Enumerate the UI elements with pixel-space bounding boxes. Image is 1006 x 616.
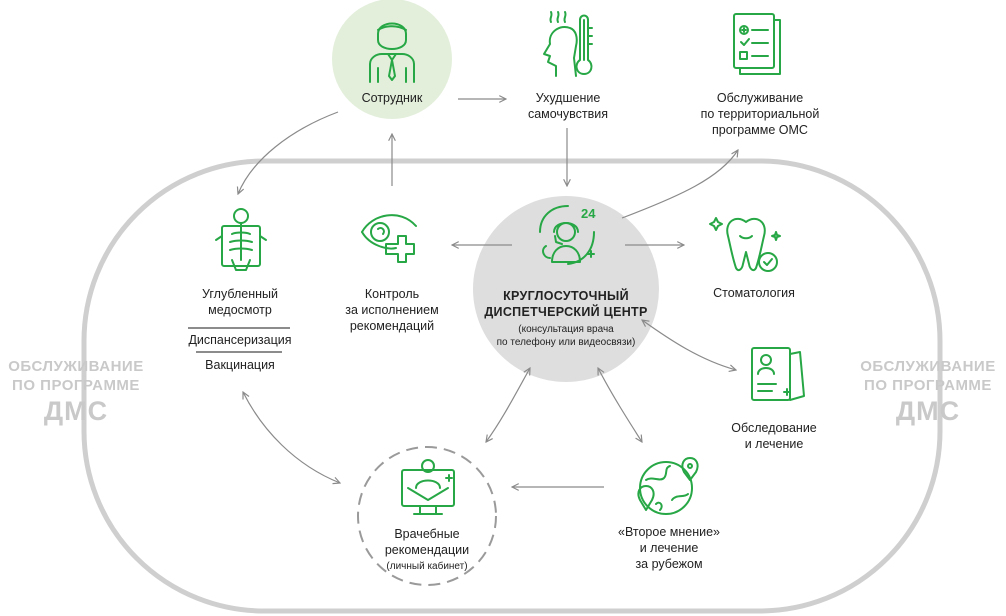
recommendations-label: Врачебные рекомендации (личный кабинет) xyxy=(367,526,487,573)
person-with-tie-icon xyxy=(369,22,415,83)
oms-line2: по территориальной xyxy=(700,107,820,121)
recommendations-line3: (личный кабинет) xyxy=(386,561,468,572)
checkup-line2: медосмотр xyxy=(208,303,272,317)
checkup-item-vaccination: Вакцинация xyxy=(205,358,275,372)
center-24-badge: 24 xyxy=(581,206,596,221)
checkup-label: Углубленный медосмотр xyxy=(180,286,300,318)
control-line2: за исполнением xyxy=(345,303,439,317)
symptoms-line1: Ухудшение xyxy=(535,91,601,105)
control-label: Контроль за исполнением рекомендаций xyxy=(322,286,462,334)
second-opinion-line3: за рубежом xyxy=(635,557,703,571)
control-line1: Контроль xyxy=(364,287,420,301)
head-thermometer-icon xyxy=(543,11,593,77)
operator-24-icon xyxy=(539,205,595,265)
dms-label-right: ОБСЛУЖИВАНИЕ ПО ПРОГРАММЕ ДМС xyxy=(852,357,1004,427)
symptoms-line2: самочувствия xyxy=(527,107,609,121)
arrow-center-exam xyxy=(642,320,736,370)
arrow-center-to-oms xyxy=(621,150,738,219)
recommendations-line1: Врачебные xyxy=(394,527,460,541)
dispatch-center-circle xyxy=(473,196,659,382)
dms-left-line2: ПО ПРОГРАММЕ xyxy=(12,377,140,394)
globe-pins-icon xyxy=(637,457,699,515)
dms-right-line1: ОБСЛУЖИВАНИЕ xyxy=(860,358,996,375)
dms-right-line3: ДМС xyxy=(895,396,961,426)
xray-skeleton-icon xyxy=(215,208,267,271)
recommendations-dashed-circle xyxy=(357,446,497,586)
exam-line2: и лечение xyxy=(744,437,804,451)
eye-medical-cross-icon xyxy=(361,214,417,263)
second-opinion-label: «Второе мнение» и лечение за рубежом xyxy=(604,524,734,572)
symptoms-label: Ухудшение самочувствия xyxy=(508,90,628,122)
arrow-employee-to-checkup xyxy=(238,111,339,194)
checkup-line1: Углубленный xyxy=(202,287,278,301)
exam-label: Обследование и лечение xyxy=(714,420,834,452)
dentistry-label: Стоматология xyxy=(713,286,795,300)
medical-checklist-icon xyxy=(733,13,781,75)
dms-program-frame xyxy=(81,158,943,614)
center-sub1: (консультация врача xyxy=(518,324,614,335)
oms-line3: программе ОМС xyxy=(712,123,808,137)
monitor-doctor-icon xyxy=(401,459,455,515)
dms-right-line2: ПО ПРОГРАММЕ xyxy=(864,377,992,394)
tooth-icon xyxy=(709,217,781,272)
dms-left-line3: ДМС xyxy=(43,396,109,426)
center-sub2: по телефону или видеосвязи) xyxy=(496,337,636,348)
dispatch-center-label: КРУГЛОСУТОЧНЫЙ ДИСПЕТЧЕРСКИЙ ЦЕНТР (конс… xyxy=(476,288,656,349)
oms-line1: Обслуживание xyxy=(716,91,804,105)
recommendations-line2: рекомендации xyxy=(384,543,470,557)
control-line3: рекомендаций xyxy=(349,319,435,333)
dms-left-line1: ОБСЛУЖИВАНИЕ xyxy=(8,358,144,375)
center-title2: ДИСПЕТЧЕРСКИЙ ЦЕНТР xyxy=(484,305,648,319)
arrow-center-second-opinion xyxy=(598,368,642,442)
exam-line1: Обследование xyxy=(731,421,817,435)
medical-folder-icon xyxy=(751,347,805,401)
arrow-checkup-recommendations xyxy=(243,392,340,483)
dms-label-left: ОБСЛУЖИВАНИЕ ПО ПРОГРАММЕ ДМС xyxy=(0,357,152,427)
oms-label: Обслуживание по территориальной программ… xyxy=(680,90,840,138)
employee-label: Сотрудник xyxy=(361,91,423,105)
center-title1: КРУГЛОСУТОЧНЫЙ xyxy=(503,289,629,303)
second-opinion-line2: и лечение xyxy=(639,541,699,555)
checkup-item-dispanserization: Диспансеризация xyxy=(188,333,292,347)
second-opinion-line1: «Второе мнение» xyxy=(618,525,720,539)
arrow-center-recommendations xyxy=(486,368,530,442)
